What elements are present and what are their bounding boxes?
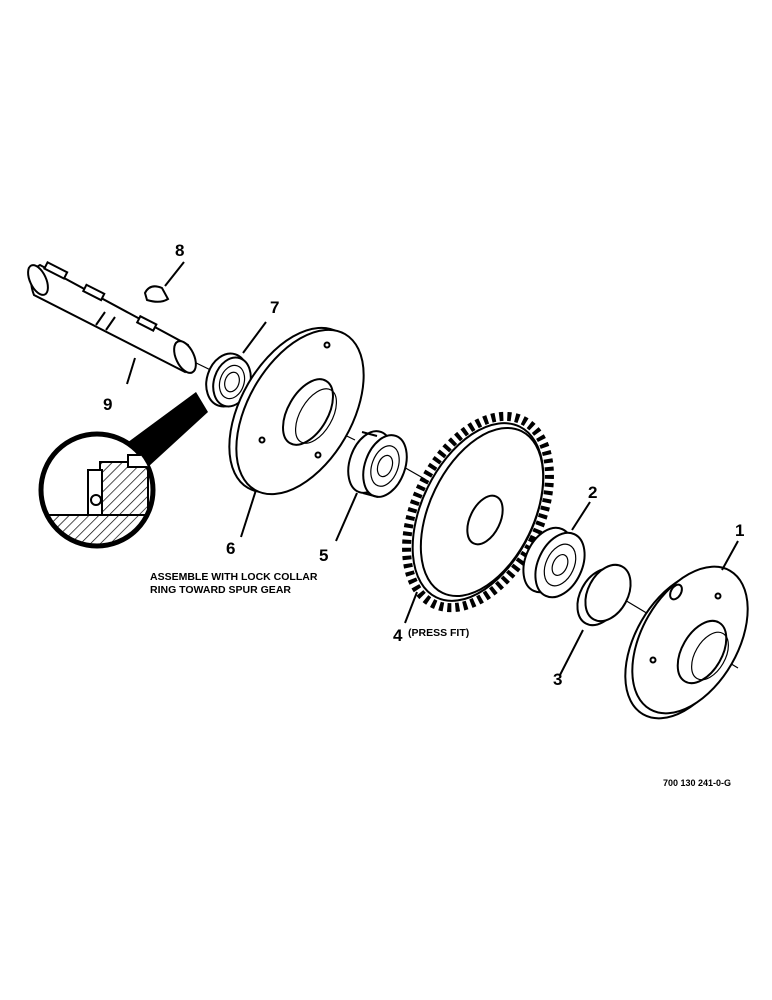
assembly-note-line-2: RING TOWARD SPUR GEAR — [150, 584, 291, 596]
callout-leaders — [126, 261, 739, 676]
press-fit-note: (PRESS FIT) — [408, 627, 469, 639]
callout-6: 6 — [226, 539, 235, 558]
callout-2: 2 — [588, 483, 597, 502]
lock-collar-detail-view — [38, 392, 208, 549]
callout-5: 5 — [319, 546, 328, 565]
drawing-number: 700 130 241-0-G — [663, 778, 731, 788]
assembly-note-line-1: ASSEMBLE WITH LOCK COLLAR — [150, 571, 318, 583]
part-6-flange-plate — [228, 326, 365, 496]
callout-3: 3 — [553, 670, 562, 689]
callout-8: 8 — [175, 241, 184, 260]
callout-1: 1 — [735, 521, 744, 540]
part-2-bearing — [522, 526, 586, 599]
callout-4: 4 — [393, 626, 403, 645]
part-4-spur-gear — [402, 411, 554, 613]
callout-9: 9 — [103, 395, 112, 414]
part-3-cap — [576, 563, 632, 627]
part-1-housing-flange — [624, 565, 749, 720]
part-5-bearing — [347, 430, 408, 498]
callout-7: 7 — [270, 298, 279, 317]
part-9-shaft — [27, 260, 197, 374]
part-8-key — [143, 285, 170, 303]
